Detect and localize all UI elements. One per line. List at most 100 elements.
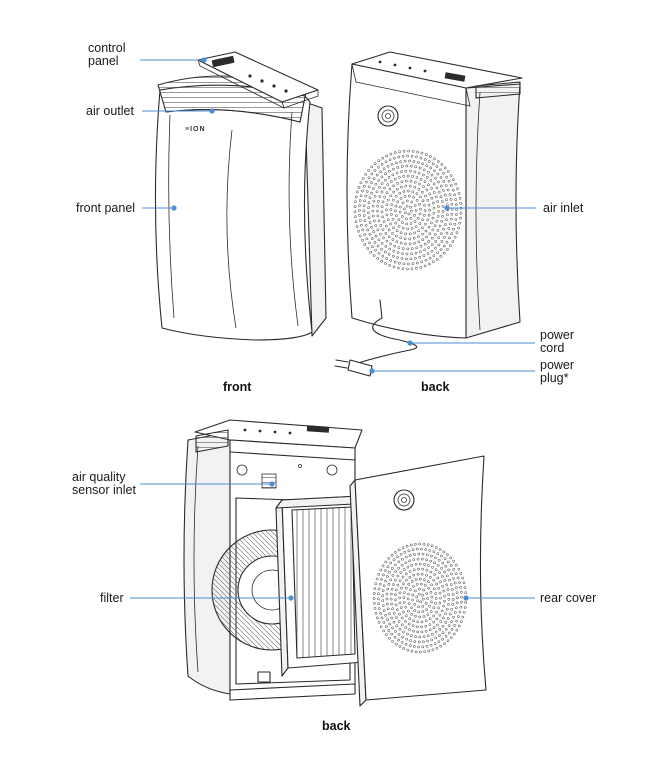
grille-hole [387, 228, 391, 232]
grille-hole [416, 150, 419, 154]
grille-hole [373, 587, 377, 590]
grille-hole [405, 164, 409, 168]
grille-hole [449, 184, 453, 187]
grille-hole [460, 590, 463, 594]
grille-hole [396, 251, 400, 254]
grille-hole [410, 200, 414, 204]
grille-hole [442, 171, 445, 175]
grille-hole [398, 596, 401, 600]
grille-hole [419, 207, 422, 211]
grille-hole [409, 217, 413, 220]
grille-hole [427, 183, 430, 187]
grille-hole [452, 568, 456, 571]
grille-hole [425, 235, 428, 239]
grille-hole [421, 226, 424, 230]
grille-hole [400, 165, 404, 168]
grille-hole [422, 173, 425, 177]
grille-hole [397, 155, 401, 159]
grille-hole [388, 612, 391, 615]
grille-hole [404, 620, 407, 623]
grille-hole [453, 235, 457, 239]
grille-hole [373, 169, 377, 172]
grille-hole [382, 584, 386, 588]
grille-hole [426, 597, 429, 600]
grille-hole [383, 186, 386, 190]
rear-cover-panel [349, 455, 487, 707]
grille-hole [442, 616, 445, 620]
grille-hole [389, 180, 393, 183]
grille-hole [436, 200, 439, 203]
grille-hole [407, 262, 410, 266]
grille-hole [432, 614, 435, 618]
grille-hole [414, 209, 418, 212]
grille-hole [404, 184, 408, 188]
grille-hole [377, 186, 381, 189]
grille-hole [380, 247, 383, 251]
grille-hole [433, 157, 436, 161]
grille-hole [404, 242, 407, 246]
grille-hole [452, 559, 456, 563]
grille-hole [443, 570, 447, 574]
grille-hole [407, 582, 411, 586]
grille-hole [359, 181, 363, 185]
grille-hole [401, 252, 404, 255]
grille-hole [390, 213, 393, 216]
grille-hole [455, 586, 458, 590]
grille-hole [436, 576, 440, 580]
grille-hole [367, 185, 371, 189]
grille-hole [444, 612, 447, 616]
grille-hole [435, 219, 439, 223]
grille-hole [451, 603, 455, 606]
grille-hole [386, 587, 390, 591]
grille-hole [438, 628, 442, 631]
grille-hole [439, 596, 442, 600]
grille-hole [379, 568, 383, 572]
grille-hole [448, 222, 452, 226]
grille-hole [403, 550, 407, 554]
grille-hole [425, 164, 429, 168]
grille-hole [370, 225, 373, 229]
grille-hole [456, 596, 459, 600]
grille-hole [410, 267, 414, 271]
grille-hole [434, 592, 438, 595]
grille-hole [406, 632, 409, 636]
grille-hole [402, 149, 406, 153]
grille-hole [419, 650, 422, 654]
grille-hole [438, 591, 442, 595]
grille-hole [369, 250, 373, 254]
grille-hole [361, 189, 364, 193]
grille-hole [384, 262, 387, 265]
grille-hole [396, 200, 400, 204]
grille-hole [447, 598, 451, 601]
grille-hole [431, 648, 435, 652]
grille-hole [412, 236, 416, 240]
grille-hole [447, 227, 451, 230]
grille-hole [418, 615, 422, 619]
grille-hole [390, 587, 394, 591]
brand-logo: ≡ION [185, 126, 206, 133]
grille-hole [457, 624, 461, 628]
grille-hole [438, 601, 442, 605]
grille-hole [428, 232, 432, 236]
label-sensor-inlet-line1: air quality [72, 470, 126, 484]
grille-hole [427, 213, 431, 217]
grille-hole [451, 188, 455, 192]
grille-hole [386, 164, 390, 168]
grille-hole [434, 568, 438, 572]
grille-hole [395, 234, 398, 238]
grille-hole [436, 564, 440, 567]
label-air-outlet: air outlet [86, 104, 134, 118]
grille-hole [446, 248, 449, 251]
grille-hole [396, 555, 399, 559]
grille-hole [445, 240, 449, 244]
grille-hole [423, 584, 427, 587]
grille-hole [394, 563, 397, 567]
label-control-panel-line2: panel [88, 54, 119, 68]
grille-hole [425, 188, 429, 192]
grille-hole [367, 169, 370, 172]
grille-hole [403, 195, 407, 198]
grille-hole [401, 226, 405, 230]
grille-hole [434, 601, 437, 605]
grille-hole [450, 620, 453, 623]
grille-hole [412, 160, 416, 163]
